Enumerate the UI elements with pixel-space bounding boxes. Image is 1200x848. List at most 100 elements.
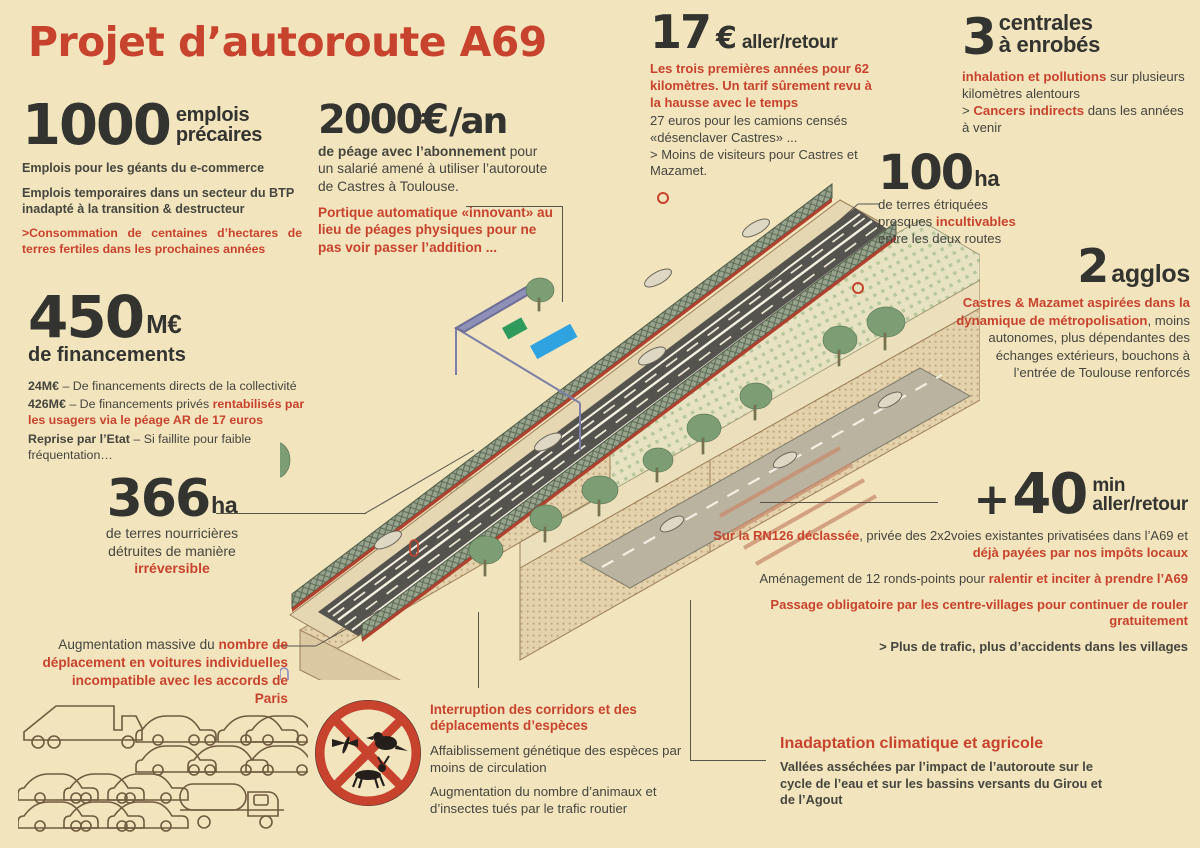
terres-p2: détruites de manière bbox=[108, 542, 236, 559]
connector-especes-v bbox=[478, 612, 479, 688]
peage-unit: /an bbox=[449, 101, 508, 142]
connector-climat-v bbox=[690, 600, 691, 760]
centrales-p2-bold: Cancers indirects bbox=[973, 103, 1085, 119]
agglos-unit: agglos bbox=[1111, 260, 1190, 288]
peage-p2: Portique automatique «innovant» au lieu … bbox=[318, 204, 553, 256]
voitures-pre: Augmentation massive du bbox=[58, 637, 219, 652]
connector-climat-h bbox=[690, 760, 766, 761]
car-icon bbox=[245, 745, 308, 776]
terres-unit: ha bbox=[211, 491, 238, 518]
agricultural-field-stripes bbox=[719, 446, 877, 566]
climat-title: Inadaptation climatique et agricole bbox=[780, 735, 1044, 752]
cent-p2-bold: incultivables bbox=[935, 214, 1016, 230]
centrales-p1-bold: inhalation et pollutions bbox=[962, 69, 1107, 84]
connector-voitures-diag bbox=[276, 610, 381, 647]
quarante-r2-red: ralentir et inciter à prendre l’A69 bbox=[988, 570, 1188, 586]
ar-unit: aller/retour bbox=[741, 32, 838, 53]
car-icon bbox=[63, 801, 145, 832]
centrales-p2-pre: > bbox=[962, 103, 974, 119]
stat-agglos: 2 agglos Castres & Mazamet aspirées dans… bbox=[952, 239, 1190, 382]
stat-40min: + 40 min aller/retour Sur la RN126 décla… bbox=[700, 462, 1188, 655]
cent-p1: de terres étriquées bbox=[878, 197, 988, 213]
stat-financements: 450 M€ de financements 24M€ – De finance… bbox=[28, 288, 318, 464]
quarante-number: 40 bbox=[1012, 462, 1088, 527]
quarante-r1-red2: déjà payées par nos impôts locaux bbox=[972, 544, 1188, 560]
car-icon bbox=[63, 773, 145, 804]
connector-peage-v bbox=[562, 206, 563, 302]
peage-p1-bold: de péage avec l’abonnement bbox=[318, 143, 506, 159]
cent-p3: entre les deux routes bbox=[878, 231, 1002, 247]
emplois-p3: >Consommation de centaines d’hectares de… bbox=[22, 226, 302, 256]
agglos-number: 2 bbox=[1077, 239, 1109, 293]
quarante-r3: Passage obligatoire par les centre-villa… bbox=[770, 596, 1188, 629]
car-icon bbox=[18, 773, 99, 804]
quarante-unit-line1: min bbox=[1092, 474, 1126, 496]
ar-symbol: € bbox=[716, 21, 737, 56]
financements-r3-rest: – Si faillite pour faible fréquentation… bbox=[28, 432, 252, 463]
especes-title: Interruption des corridors et des déplac… bbox=[430, 702, 637, 734]
centrales-unit-line2: à enrobés bbox=[998, 32, 1101, 57]
centrales-p1-rest: sur plusieurs kilomètres alentours bbox=[962, 69, 1185, 102]
dragonfly-glyph bbox=[332, 736, 358, 754]
quarante-r1-mid: , privée des 2x2voies existantes privati… bbox=[859, 527, 1188, 543]
emplois-p2: Emplois temporaires dans un secteur du B… bbox=[22, 186, 295, 217]
connector-366ha bbox=[216, 513, 366, 514]
quarante-r2-pre: Aménagement de 12 ronds-points pour bbox=[759, 570, 989, 586]
emplois-p1: Emplois pour les géants du e-commerce bbox=[22, 160, 265, 175]
terres-number: 366 bbox=[106, 469, 212, 529]
financements-r2-red: rentabilisés par les usagers via le péag… bbox=[28, 397, 305, 428]
ar-p3: > Moins de visiteurs pour Castres et Maz… bbox=[650, 146, 858, 179]
connector-peage bbox=[466, 206, 562, 207]
terres-p1: de terres nourricières bbox=[105, 524, 239, 541]
agglos-p-rest: , moins autonomes, plus dépendantes des … bbox=[988, 312, 1190, 381]
emplois-unit-line1: emplois bbox=[175, 103, 250, 126]
centrales-p2-rest: dans les années à venir bbox=[962, 103, 1184, 136]
stat-aller-retour: 17 € aller/retour Les trois premières an… bbox=[650, 5, 886, 180]
stat-terres: 366 ha de terres nourricières détruites … bbox=[62, 469, 282, 578]
voitures-red: nombre de déplacement en voitures indivi… bbox=[42, 637, 288, 706]
car-icon bbox=[135, 715, 217, 746]
car-icon bbox=[18, 801, 99, 832]
text-voitures: Augmentation massive du nombre de déplac… bbox=[38, 636, 288, 708]
quarante-plus: + bbox=[973, 473, 1011, 525]
connector-366ha-diag bbox=[364, 449, 475, 515]
deer-glyph bbox=[351, 755, 390, 789]
financements-r2-mid: – De financements privés bbox=[65, 397, 213, 412]
climat-p: Vallées asséchées par l’impact de l’auto… bbox=[780, 759, 1103, 808]
cent-p2-pre: presques bbox=[878, 214, 936, 230]
financements-r1-bold: 24M€ bbox=[28, 378, 59, 393]
ar-number: 17 bbox=[650, 5, 712, 59]
cent-number: 100 bbox=[878, 145, 974, 201]
car-icon bbox=[135, 745, 217, 776]
financements-r2-bold: 426M€ bbox=[28, 397, 66, 412]
terres-p3: irréversible bbox=[134, 560, 210, 577]
signal-icons bbox=[409, 539, 419, 557]
connector-40min bbox=[760, 502, 938, 503]
stat-peage: 2000€ /an de péage avec l’abonnement pou… bbox=[318, 97, 554, 257]
car-icon bbox=[107, 801, 189, 832]
emplois-number: 1000 bbox=[22, 93, 172, 158]
car-icon bbox=[187, 745, 269, 776]
text-especes: Interruption des corridors et des déplac… bbox=[430, 702, 700, 818]
secondary-road bbox=[578, 367, 972, 589]
trees bbox=[261, 277, 906, 577]
bird-glyph bbox=[366, 732, 408, 751]
no-wildlife-crossing-sign bbox=[312, 697, 424, 809]
dump-truck-icon bbox=[23, 705, 143, 749]
cent-unit: ha bbox=[974, 166, 1000, 192]
isometric-highway-illustration bbox=[261, 160, 981, 721]
agglos-p-bold: Castres & Mazamet aspirées dans la dynam… bbox=[956, 295, 1190, 328]
tanker-truck-icon bbox=[179, 783, 284, 829]
toll-gantry-panels bbox=[502, 317, 578, 360]
emplois-unit-line2: précaires bbox=[175, 123, 263, 146]
stat-100ha: 100 ha de terres étriquées presques incu… bbox=[878, 145, 1078, 248]
ar-p1: Les trois premières années pour 62 kilom… bbox=[650, 61, 872, 111]
peage-number: 2000€ bbox=[318, 97, 449, 143]
noise-barrier-left bbox=[291, 182, 833, 612]
financements-unit: M€ bbox=[146, 308, 182, 339]
stat-centrales: 3 centrales à enrobés inhalation et poll… bbox=[962, 12, 1190, 137]
financements-r1-rest: – De financements directs de la collecti… bbox=[59, 378, 297, 393]
centrales-number: 3 bbox=[962, 8, 997, 66]
motorway-cars bbox=[374, 218, 770, 550]
